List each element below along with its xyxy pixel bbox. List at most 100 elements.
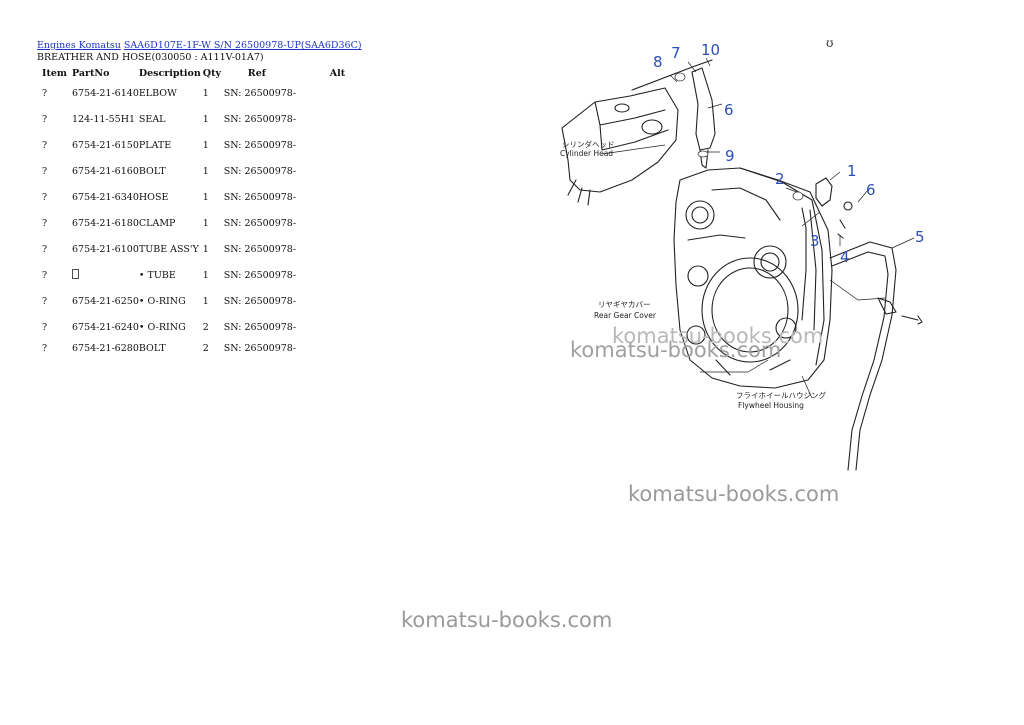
table-row: ? 6754-21-6180 CLAMP 1 SN: 26500978- [37,210,360,236]
callout-9-top: 8 [653,53,663,71]
table-row: ? 6754-21-6150 PLATE 1 SN: 26500978- [37,132,360,158]
cell-qty: 1 [202,191,209,203]
breadcrumb-link-model[interactable]: SAA6D107E-1F-W S/N 26500978-UP(SAA6D36C) [123,40,362,51]
cell-alt [330,340,360,356]
cell-qty: 1 [202,139,209,151]
header-item: Item [42,67,67,79]
cell-description: SEAL [138,113,166,125]
callout-2: 2 [775,170,785,188]
cell-item: ? [42,113,48,125]
cell-description: HOSE [138,191,169,203]
cell-alt [330,158,360,184]
label-cylinder-head: Cylinder Head [560,149,613,158]
label-rear-gear-cover-jp: リヤギヤカバー [598,300,651,309]
cell-qty: 1 [202,269,209,281]
label-cylinder-head-jp: シリンダヘッド [562,139,615,149]
callout-6: 6 [866,181,876,199]
cell-ref: SN: 26500978- [223,269,297,281]
cell-qty: 1 [202,165,209,177]
cell-description: ELBOW [138,87,177,99]
cell-partno: 6754-21-6340 [72,191,139,203]
cell-partno: 6754-21-6100 [72,243,139,255]
cell-qty: 1 [202,113,209,125]
header-ref: Ref [247,67,266,79]
table-row: ? 6754-21-6240 • O-RING 2 SN: 26500978- [37,314,360,340]
cell-ref: SN: 26500978- [223,295,297,307]
breadcrumb: Engines Komatsu SAA6D107E-1F-W S/N 26500… [37,40,362,51]
table-row: ? 6754-21-6250 • O-RING 1 SN: 26500978- [37,288,360,314]
callout-5: 5 [915,228,925,246]
header-description: Description [138,67,201,79]
watermark: komatsu-books.com [570,338,782,362]
cell-partno: 6754-21-6180 [72,217,139,229]
cell-qty: 2 [202,321,209,333]
cell-alt [330,80,360,106]
cell-item: ? [42,321,48,333]
cell-item: ? [42,243,48,255]
header-qty: Qty [202,67,221,79]
cell-partno [72,262,139,288]
missing-glyph-icon [72,268,79,279]
label-rear-gear-cover: Rear Gear Cover [594,311,657,320]
cell-partno: 6754-21-6160 [72,165,139,177]
page-title: BREATHER AND HOSE(030050 : A111V-01A7) [37,52,264,63]
cell-qty: 1 [202,243,209,255]
cell-alt [330,288,360,314]
breadcrumb-link-engines[interactable]: Engines Komatsu [37,40,121,51]
label-flywheel-housing-jp: フライホイールハウジング [736,390,826,400]
cell-ref: SN: 26500978- [223,243,297,255]
label-flywheel-housing: Flywheel Housing [738,401,804,410]
cell-ref: SN: 26500978- [223,191,297,203]
cell-description: TUBE ASS'Y [138,243,199,255]
cell-item: ? [42,217,48,229]
callout-9-mid: 9 [725,147,735,165]
cell-ref: SN: 26500978- [223,113,297,125]
cell-partno: 6754-21-6250 [72,295,139,307]
cell-item: ? [42,87,48,99]
cell-alt [330,314,360,340]
cell-item: ? [42,269,48,281]
table-header-row: Item PartNo Description Qty Ref Alt [37,66,360,80]
table-row: ? 6754-21-6160 BOLT 1 SN: 26500978- [37,158,360,184]
cell-item: ? [42,139,48,151]
cell-alt [330,132,360,158]
cell-description: BOLT [138,165,166,177]
parts-table: Item PartNo Description Qty Ref Alt ? 67… [37,66,360,356]
corner-mark: ʊ [826,36,834,50]
cell-description: CLAMP [138,217,176,229]
cell-item: ? [42,191,48,203]
table-row: ? 6754-21-6280 BOLT 2 SN: 26500978- [37,340,360,356]
cell-item: ? [42,295,48,307]
cell-alt [330,184,360,210]
cell-partno: 6754-21-6140 [72,87,139,99]
watermark: komatsu-books.com [612,324,824,348]
callout-3: 3 [810,232,820,250]
cell-qty: 2 [202,342,209,354]
cell-description: • TUBE [138,269,176,281]
cell-alt [330,236,360,262]
cell-qty: 1 [202,295,209,307]
table-row: ? 6754-21-6100 TUBE ASS'Y 1 SN: 26500978… [37,236,360,262]
callout-1: 1 [847,162,857,180]
cell-description: • O-RING [138,321,186,333]
callout-7: 6 [724,101,734,119]
table-row: ? • TUBE 1 SN: 26500978- [37,262,360,288]
cell-alt [330,262,360,288]
cell-partno: 6754-21-6240 [72,321,139,333]
cell-description: PLATE [138,139,172,151]
table-row: ? 6754-21-6140 ELBOW 1 SN: 26500978- [37,80,360,106]
cell-alt [330,106,360,132]
callout-4: 4 [840,248,850,266]
watermark: komatsu-books.com [628,482,840,506]
parts-diagram: 8 7 10 6 9 2 1 6 3 4 5 シリンダヘッド Cylinder … [560,41,925,471]
cell-ref: SN: 26500978- [223,217,297,229]
callout-8: 7 [671,44,681,62]
callout-10: 10 [701,41,720,59]
header-alt: Alt [329,67,346,79]
cell-description: • O-RING [138,295,186,307]
cell-alt [330,210,360,236]
cell-description: BOLT [138,342,166,354]
table-row: ? 124-11-55H1 SEAL 1 SN: 26500978- [37,106,360,132]
cell-item: ? [42,165,48,177]
cell-partno: 124-11-55H1 [72,113,136,125]
